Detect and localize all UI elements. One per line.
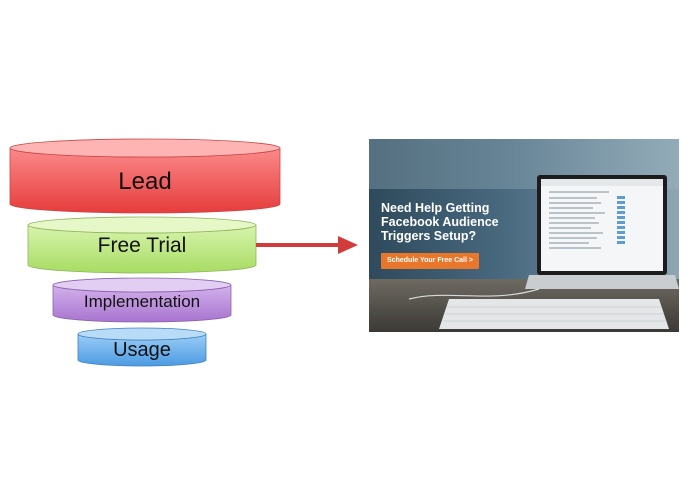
- laptop-base: [525, 275, 679, 289]
- schedule-call-button[interactable]: Schedule Your Free Call >: [381, 253, 479, 269]
- ad-headline: Need Help Getting Facebook Audience Trig…: [381, 201, 499, 243]
- funnel-stage-implementation: [52, 277, 232, 323]
- ad-banner[interactable]: Need Help Getting Facebook Audience Trig…: [369, 139, 679, 332]
- funnel-stage-usage: [77, 327, 207, 367]
- funnel-stage-lead: [9, 138, 281, 214]
- arrow-icon: [256, 236, 358, 254]
- ad-background-photo: [369, 139, 679, 332]
- funnel-stage-free-trial: [27, 216, 257, 274]
